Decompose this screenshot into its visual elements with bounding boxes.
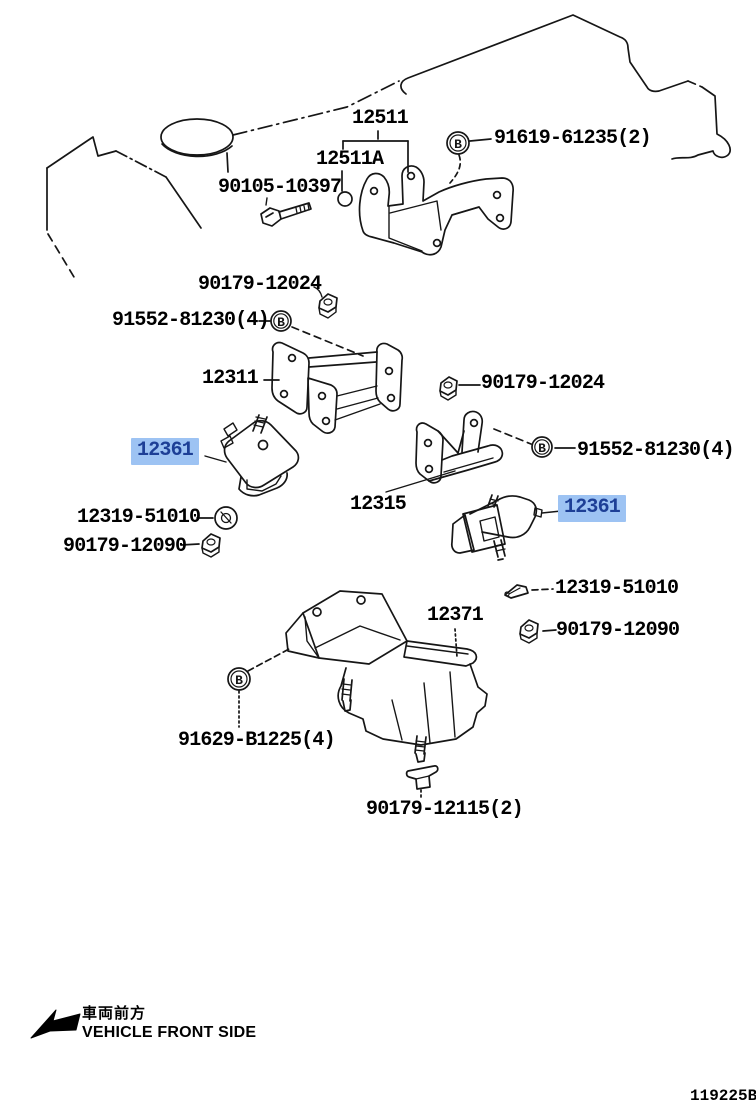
leader-12511 — [337, 130, 409, 207]
vehicle-front-label-en: VEHICLE FRONT SIDE — [82, 1024, 257, 1041]
marker-b-91552-right: B — [493, 428, 576, 458]
mount-12361-left[interactable] — [204, 414, 300, 497]
part-label-91552-81230-right[interactable]: 91552-81230(4) — [577, 439, 735, 462]
part-label-12371[interactable]: 12371 — [427, 604, 484, 627]
circled-b-letter: B — [235, 673, 243, 688]
part-label-12361-left-highlighted[interactable]: 12361 — [131, 438, 200, 465]
part-label-90179-12090-left[interactable]: 90179-12090 — [63, 535, 187, 558]
part-label-90179-12024-top[interactable]: 90179-12024 — [198, 273, 322, 296]
part-label-12319-51010-left[interactable]: 12319-51010 — [77, 506, 201, 529]
nut-90179-12115 — [405, 765, 439, 800]
vehicle-front-label-jp: 車両前方 — [82, 1004, 147, 1022]
circled-b-letter: B — [277, 315, 285, 330]
part-label-90105-10397[interactable]: 90105-10397 — [218, 176, 342, 199]
vehicle-front-arrow-icon — [30, 1009, 81, 1039]
part-label-12511[interactable]: 12511 — [352, 107, 409, 130]
part-label-90179-12115[interactable]: 90179-12115(2) — [366, 798, 524, 821]
marker-b-91629: B — [227, 648, 290, 728]
clip-12319-51010-right — [504, 584, 554, 599]
part-label-90179-12024-mid[interactable]: 90179-12024 — [481, 372, 605, 395]
bracket-12511 — [358, 165, 514, 256]
bracket-12371 — [285, 590, 488, 763]
part-label-90179-12090-right[interactable]: 90179-12090 — [556, 619, 680, 642]
part-label-12311[interactable]: 12311 — [202, 367, 259, 390]
engine-outline — [46, 80, 400, 278]
nut-90179-12090-left — [180, 533, 221, 558]
bracket-12315 — [385, 410, 504, 493]
nut-90179-12024-top — [313, 286, 338, 319]
circled-b-letter: B — [538, 441, 546, 456]
bolt-90105-10397 — [260, 197, 312, 227]
circled-b-letter: B — [454, 137, 462, 152]
part-label-91629-b1225[interactable]: 91629-B1225(4) — [178, 729, 336, 752]
part-label-12319-51010-right[interactable]: 12319-51010 — [555, 577, 679, 600]
mount-12361-right[interactable] — [450, 494, 562, 561]
bracket-12311 — [263, 341, 404, 434]
marker-b-91619: B — [446, 131, 492, 184]
frame-outline — [400, 14, 731, 160]
marker-b-91552-left: B — [258, 310, 364, 357]
part-label-12511a[interactable]: 12511A — [316, 148, 384, 171]
nut-90179-12024-mid — [439, 376, 481, 401]
diagram-code: 119225B — [690, 1087, 756, 1105]
nut-90179-12090-right — [519, 619, 557, 644]
part-label-12361-right-highlighted[interactable]: 12361 — [558, 495, 627, 522]
part-label-91552-81230-left[interactable]: 91552-81230(4) — [112, 309, 270, 332]
part-label-91619-61235[interactable]: 91619-61235(2) — [494, 127, 652, 150]
washer-12319-51010-left — [196, 506, 238, 530]
part-label-12315[interactable]: 12315 — [350, 493, 407, 516]
